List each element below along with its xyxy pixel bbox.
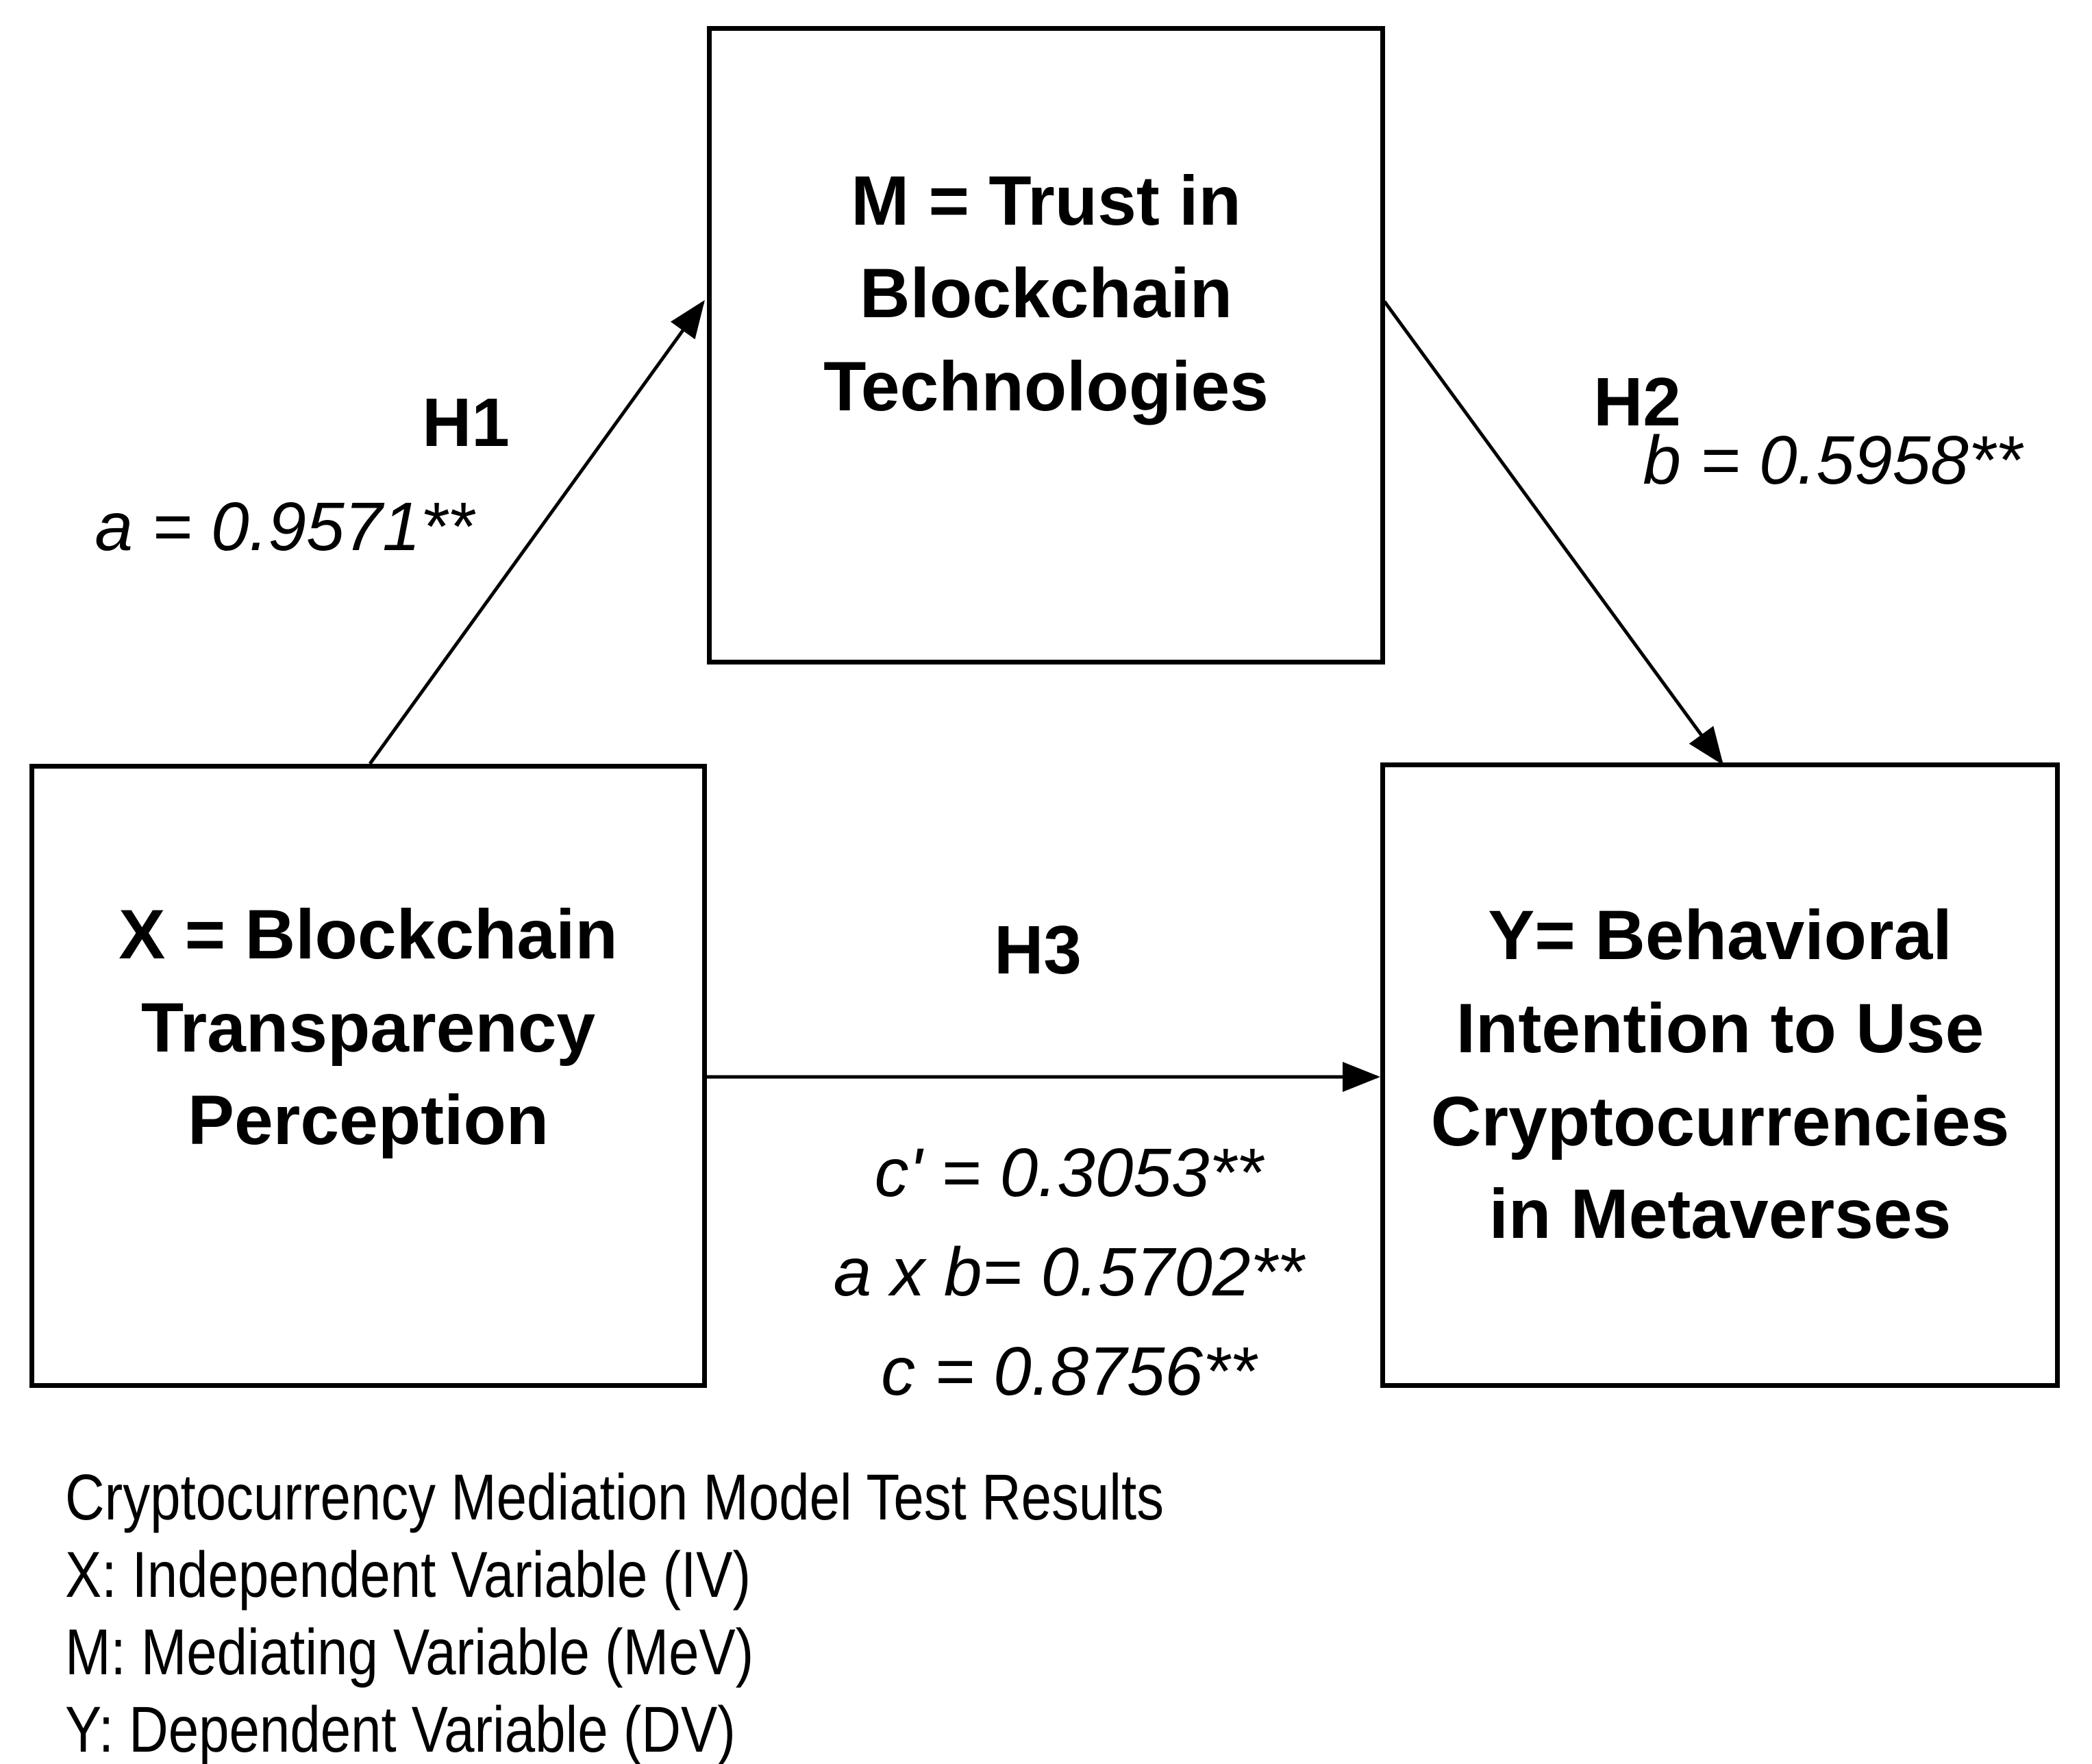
dependent-variable-box-line: Cryptocurrencies: [1430, 1082, 2010, 1160]
mediator-box: M = Trust in Blockchain Technologies: [707, 26, 1385, 664]
h2-coefficient: b = 0.5958**: [1643, 422, 2022, 499]
dependent-variable-box: Y= Behavioral Intention to Use Cryptocur…: [1380, 762, 2060, 1388]
h2-arrow: [1382, 300, 1723, 766]
mediator-box-line: M = Trust in: [851, 161, 1241, 240]
dependent-variable-box-line: Y= Behavioral: [1488, 896, 1952, 975]
h1-arrow: [368, 299, 705, 765]
mediator-box-line: Blockchain: [859, 254, 1233, 333]
h3-direct-effect: c' = 0.3053**: [874, 1134, 1263, 1211]
caption-title: Cryptocurrency Mediation Model Test Resu…: [65, 1461, 1165, 1534]
independent-variable-box-line: X = Blockchain: [119, 895, 618, 974]
h3-path-label: H3: [994, 912, 1082, 989]
legend-mediating-variable: M: Mediating Variable (MeV): [65, 1616, 754, 1689]
independent-variable-box: X = Blockchain Transparency Perception: [29, 764, 707, 1388]
mediator-box-line: Technologies: [823, 347, 1269, 425]
independent-variable-box-line: Transparency: [140, 988, 596, 1067]
legend-independent-variable: X: Independent Variable (IV): [65, 1539, 751, 1611]
figure-caption: Cryptocurrency Mediation Model Test Resu…: [65, 1459, 1164, 1764]
independent-variable-box-line: Perception: [187, 1081, 549, 1160]
dependent-variable-box-line: in Metaverses: [1489, 1175, 1952, 1254]
legend-dependent-variable: Y: Dependent Variable (DV): [65, 1693, 736, 1764]
h2-path-label: H2: [1593, 364, 1681, 440]
h3-indirect-effect: a x b= 0.5702**: [833, 1234, 1304, 1310]
h3-total-effect: c = 0.8756**: [881, 1333, 1256, 1410]
h1-coefficient: a = 0.9571**: [95, 488, 474, 565]
dependent-variable-box-line: Intention to Use: [1456, 989, 1984, 1067]
h1-path-label: H1: [422, 384, 510, 461]
